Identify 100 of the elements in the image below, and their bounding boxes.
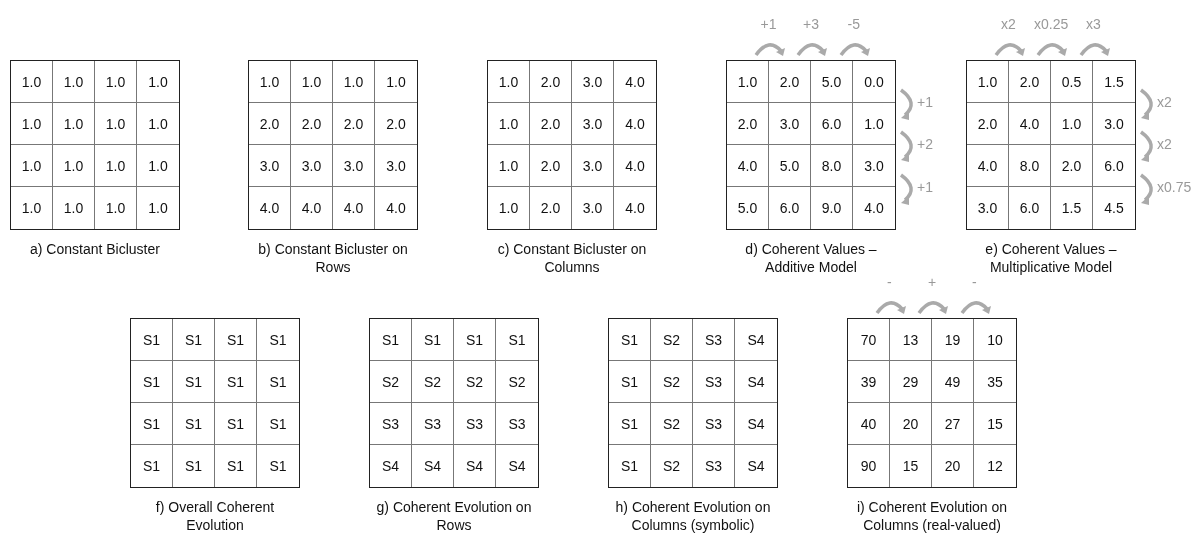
cell-value: 6.0 [769, 187, 811, 229]
cell-value: 2.0 [727, 103, 769, 145]
cell-value: 2.0 [291, 103, 333, 145]
cell-value: 3.0 [572, 145, 614, 187]
cell-value: 1.0 [967, 61, 1009, 103]
cell-value: 2.0 [769, 61, 811, 103]
cell-value: S3 [454, 403, 496, 445]
cell-value: S4 [507, 457, 527, 476]
panel-caption: a) Constant Bicluster [29, 240, 161, 258]
cell-value: 70 [848, 319, 890, 361]
cell-value: 3.0 [1093, 103, 1135, 145]
cell-value: S1 [173, 403, 215, 445]
cell-value: 3.0 [572, 187, 614, 229]
cell-value: 20 [932, 445, 974, 487]
cell-value: 4.0 [614, 103, 656, 145]
cell-value: S2 [454, 361, 496, 403]
cell-value: S1 [496, 319, 538, 361]
cell-value: 2.0 [530, 187, 572, 229]
cell-value: 4.0 [333, 187, 375, 229]
cell-value: 4.0 [624, 199, 646, 218]
cell-value: 15 [890, 445, 932, 487]
cell-value: S1 [257, 319, 299, 361]
cell-value: 1.0 [1051, 103, 1093, 145]
cell-value: 1.0 [95, 145, 137, 187]
cell-value: S2 [496, 361, 538, 403]
operation-label: - [887, 274, 892, 290]
cell-value: 4.0 [1009, 103, 1051, 145]
panel-caption: c) Constant Bicluster on Columns [496, 240, 648, 276]
operation-label: +1 [917, 178, 933, 195]
cell-value: S1 [609, 361, 651, 403]
cell-value: 1.0 [375, 61, 417, 103]
cell-value: 4.0 [249, 187, 291, 229]
cell-value: 5.0 [727, 187, 769, 229]
cell-value: 19 [932, 319, 974, 361]
cell-value: 1.0 [11, 145, 53, 187]
cell-value: 3.0 [967, 187, 1009, 229]
cell-value: 5.0 [811, 61, 853, 103]
cell-value: 2.0 [530, 61, 572, 103]
cell-value: 1.0 [488, 145, 530, 187]
cell-value: 20 [890, 403, 932, 445]
operation-label: - [972, 274, 977, 290]
cell-value: 6.0 [1009, 187, 1051, 229]
cell-value: 1.0 [11, 187, 53, 229]
cell-value: 35 [974, 361, 1016, 403]
cell-value: 2.0 [333, 103, 375, 145]
operation-label: +1 [760, 16, 777, 32]
cell-value: 3.0 [769, 103, 811, 145]
cell-value: 4.0 [727, 145, 769, 187]
cell-value: S1 [268, 457, 288, 476]
operation-label: +3 [803, 16, 819, 32]
cell-value: 1.0 [137, 103, 179, 145]
cell-value: S4 [735, 361, 777, 403]
cell-value: 2.0 [249, 103, 291, 145]
operation-label: x0.75 [1157, 178, 1192, 195]
cell-value: S1 [131, 319, 173, 361]
cell-value: S1 [609, 319, 651, 361]
panel-caption: e) Coherent Values – Multiplicative Model [984, 240, 1118, 276]
cell-value: 1.0 [95, 61, 137, 103]
cell-value: 8.0 [811, 145, 853, 187]
cell-value: S3 [693, 445, 735, 487]
cell-value: 1.0 [147, 199, 169, 218]
operation-label: x2 [1157, 136, 1172, 152]
cell-value: 1.0 [488, 103, 530, 145]
cell-value: 3.0 [249, 145, 291, 187]
operation-label: +2 [917, 136, 933, 152]
cell-value: 1.0 [53, 187, 95, 229]
cell-value: 1.0 [727, 61, 769, 103]
panel-caption: d) Coherent Values – Additive Model [744, 240, 878, 276]
cell-value: 3.0 [572, 61, 614, 103]
cell-value: S2 [651, 403, 693, 445]
cell-value: 1.0 [95, 103, 137, 145]
cell-value: S1 [131, 361, 173, 403]
cell-value: S3 [412, 403, 454, 445]
operation-label: + [928, 274, 937, 290]
panel-caption: b) Constant Bicluster on Rows [257, 240, 409, 276]
cell-value: 1.0 [333, 61, 375, 103]
cell-value: 13 [890, 319, 932, 361]
cell-value: 2.0 [967, 103, 1009, 145]
cell-value: 1.0 [95, 187, 137, 229]
cell-value: 1.0 [137, 145, 179, 187]
cell-value: 3.0 [572, 103, 614, 145]
cell-value: S4 [735, 403, 777, 445]
cell-value: S1 [131, 403, 173, 445]
cell-value: 40 [848, 403, 890, 445]
cell-value: 8.0 [1009, 145, 1051, 187]
operation-label: x2 [1157, 93, 1172, 110]
cell-value: 4.0 [385, 199, 407, 218]
cell-value: S1 [257, 361, 299, 403]
cell-value: S2 [370, 361, 412, 403]
cell-value: 4.5 [1103, 199, 1125, 218]
cell-value: 1.0 [11, 61, 53, 103]
cell-value: S1 [173, 319, 215, 361]
cell-value: 3.0 [375, 145, 417, 187]
cell-value: 2.0 [530, 145, 572, 187]
operation-label: -5 [847, 16, 860, 32]
cell-value: 1.0 [53, 103, 95, 145]
cell-value: 2.0 [530, 103, 572, 145]
cell-value: S1 [257, 403, 299, 445]
cell-value: 1.0 [137, 61, 179, 103]
cell-value: S2 [651, 445, 693, 487]
